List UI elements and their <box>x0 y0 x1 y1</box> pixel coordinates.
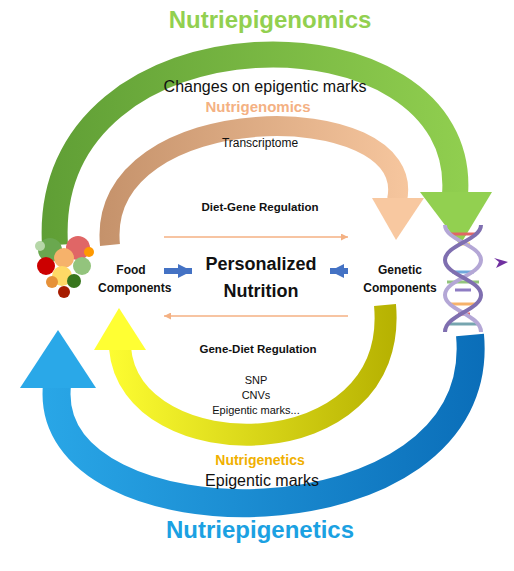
cycle-title: Nutrigenetics <box>110 452 410 469</box>
blue-arc <box>57 335 471 503</box>
cycle-title: Nutriepigenomics <box>120 6 420 35</box>
list-item: Epigentic marks... <box>106 404 406 417</box>
node-text: Personalized Nutrition <box>192 251 330 305</box>
food-node: Food Components <box>98 230 164 328</box>
block-arrow <box>330 268 348 274</box>
food-illustration <box>35 236 94 298</box>
green-arc <box>55 54 456 245</box>
cycle-title: Nutrigenomics <box>108 98 408 116</box>
block-arrow <box>164 268 192 274</box>
regulation-arrow <box>164 236 348 237</box>
arc-caption: Changes on epigentic marks <box>115 77 415 96</box>
outcome-node: Personalized Nutrition <box>192 248 330 308</box>
node-text: Food Components <box>98 261 164 297</box>
peach-arc-head <box>372 198 424 240</box>
dna-illustration <box>445 225 508 332</box>
cycle-title: Nutriepigenetics <box>110 516 410 545</box>
arc-caption: Transcriptome <box>110 136 410 150</box>
arc-caption: Epigentic marks <box>112 471 412 490</box>
regulation-arrow <box>164 315 348 316</box>
list-item: CNVs <box>106 389 406 402</box>
blue-arc-head <box>20 330 96 388</box>
node-text: Genetic Components <box>362 261 438 297</box>
list-item: SNP <box>106 374 406 387</box>
genetic-node: Genetic Components <box>348 230 452 328</box>
regulation-label: Diet-Gene Regulation <box>110 201 410 215</box>
yellow-arc-head <box>94 308 146 350</box>
regulation-label: Gene-Diet Regulation <box>108 343 408 357</box>
